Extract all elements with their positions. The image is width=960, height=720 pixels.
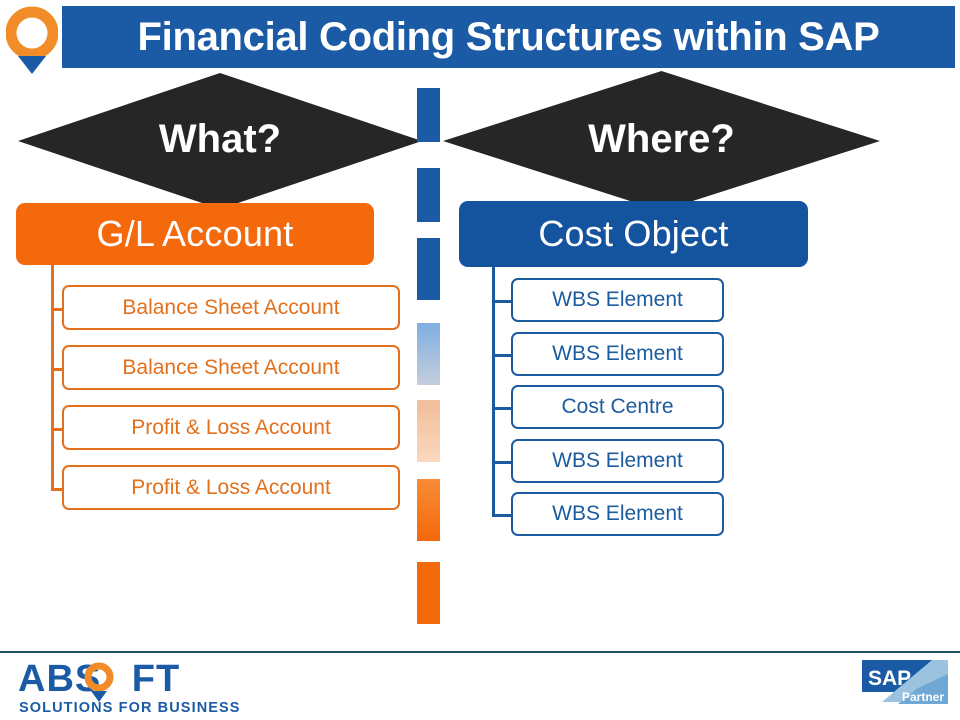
tree-item-box[interactable]: Cost Centre	[511, 385, 724, 429]
tree-item-box[interactable]: Profit & Loss Account	[62, 465, 400, 510]
sap-partner-badge: SAP Partner	[862, 658, 948, 712]
tree-branch-line	[492, 353, 511, 357]
absoft-tagline: SOLUTIONS FOR BUSINESS	[19, 700, 241, 716]
colour-strip-segment	[417, 562, 440, 624]
tree-item-box[interactable]: Balance Sheet Account	[62, 345, 400, 390]
colour-strip-segment	[417, 168, 440, 222]
absoft-wordmark: ABSOFT	[18, 660, 180, 698]
tree-branch-line	[51, 307, 62, 311]
tree-branch-line	[492, 514, 511, 517]
sap-partner-label: Partner	[902, 690, 944, 704]
tree-item-box[interactable]: WBS Element	[511, 331, 724, 376]
tree-branch-line	[51, 487, 62, 491]
diamond-label-where: Where?	[588, 116, 735, 161]
title-bar	[62, 6, 955, 68]
absoft-wordmark-tail: FT	[131, 658, 181, 700]
tree-item-box[interactable]: Profit & Loss Account	[62, 405, 400, 450]
question-diamond-where: Where?	[443, 71, 880, 211]
gl-account-header-box[interactable]: G/L Account	[16, 203, 374, 265]
tree-branch-line	[51, 367, 62, 371]
absoft-pin-icon	[6, 6, 58, 74]
colour-strip-segment	[417, 238, 440, 300]
tree-trunk-line	[51, 265, 54, 488]
page-title: Financial Coding Structures within SAP	[137, 14, 880, 59]
tree-item-box[interactable]: WBS Element	[511, 438, 724, 483]
colour-strip-segment	[417, 400, 440, 462]
colour-strip-segment	[417, 323, 440, 385]
tree-branch-line	[492, 407, 511, 410]
cost-object-header-box[interactable]: Cost Object	[459, 201, 808, 267]
tree-trunk-line	[492, 267, 495, 514]
colour-strip-segment	[417, 479, 440, 541]
tree-item-box[interactable]: WBS Element	[511, 278, 724, 322]
tree-item-box[interactable]: WBS Element	[511, 492, 724, 536]
tree-branch-line	[51, 427, 62, 431]
tree-branch-line	[492, 460, 511, 464]
diamond-label-what: What?	[158, 116, 282, 161]
tree-item-box[interactable]: Balance Sheet Account	[62, 285, 400, 330]
tree-branch-line	[492, 300, 511, 303]
absoft-pin-icon	[84, 662, 114, 702]
footer-divider	[0, 651, 960, 653]
sap-logo-text: SAP	[868, 667, 911, 690]
colour-strip-segment	[417, 88, 440, 142]
question-diamond-what: What?	[18, 73, 422, 209]
